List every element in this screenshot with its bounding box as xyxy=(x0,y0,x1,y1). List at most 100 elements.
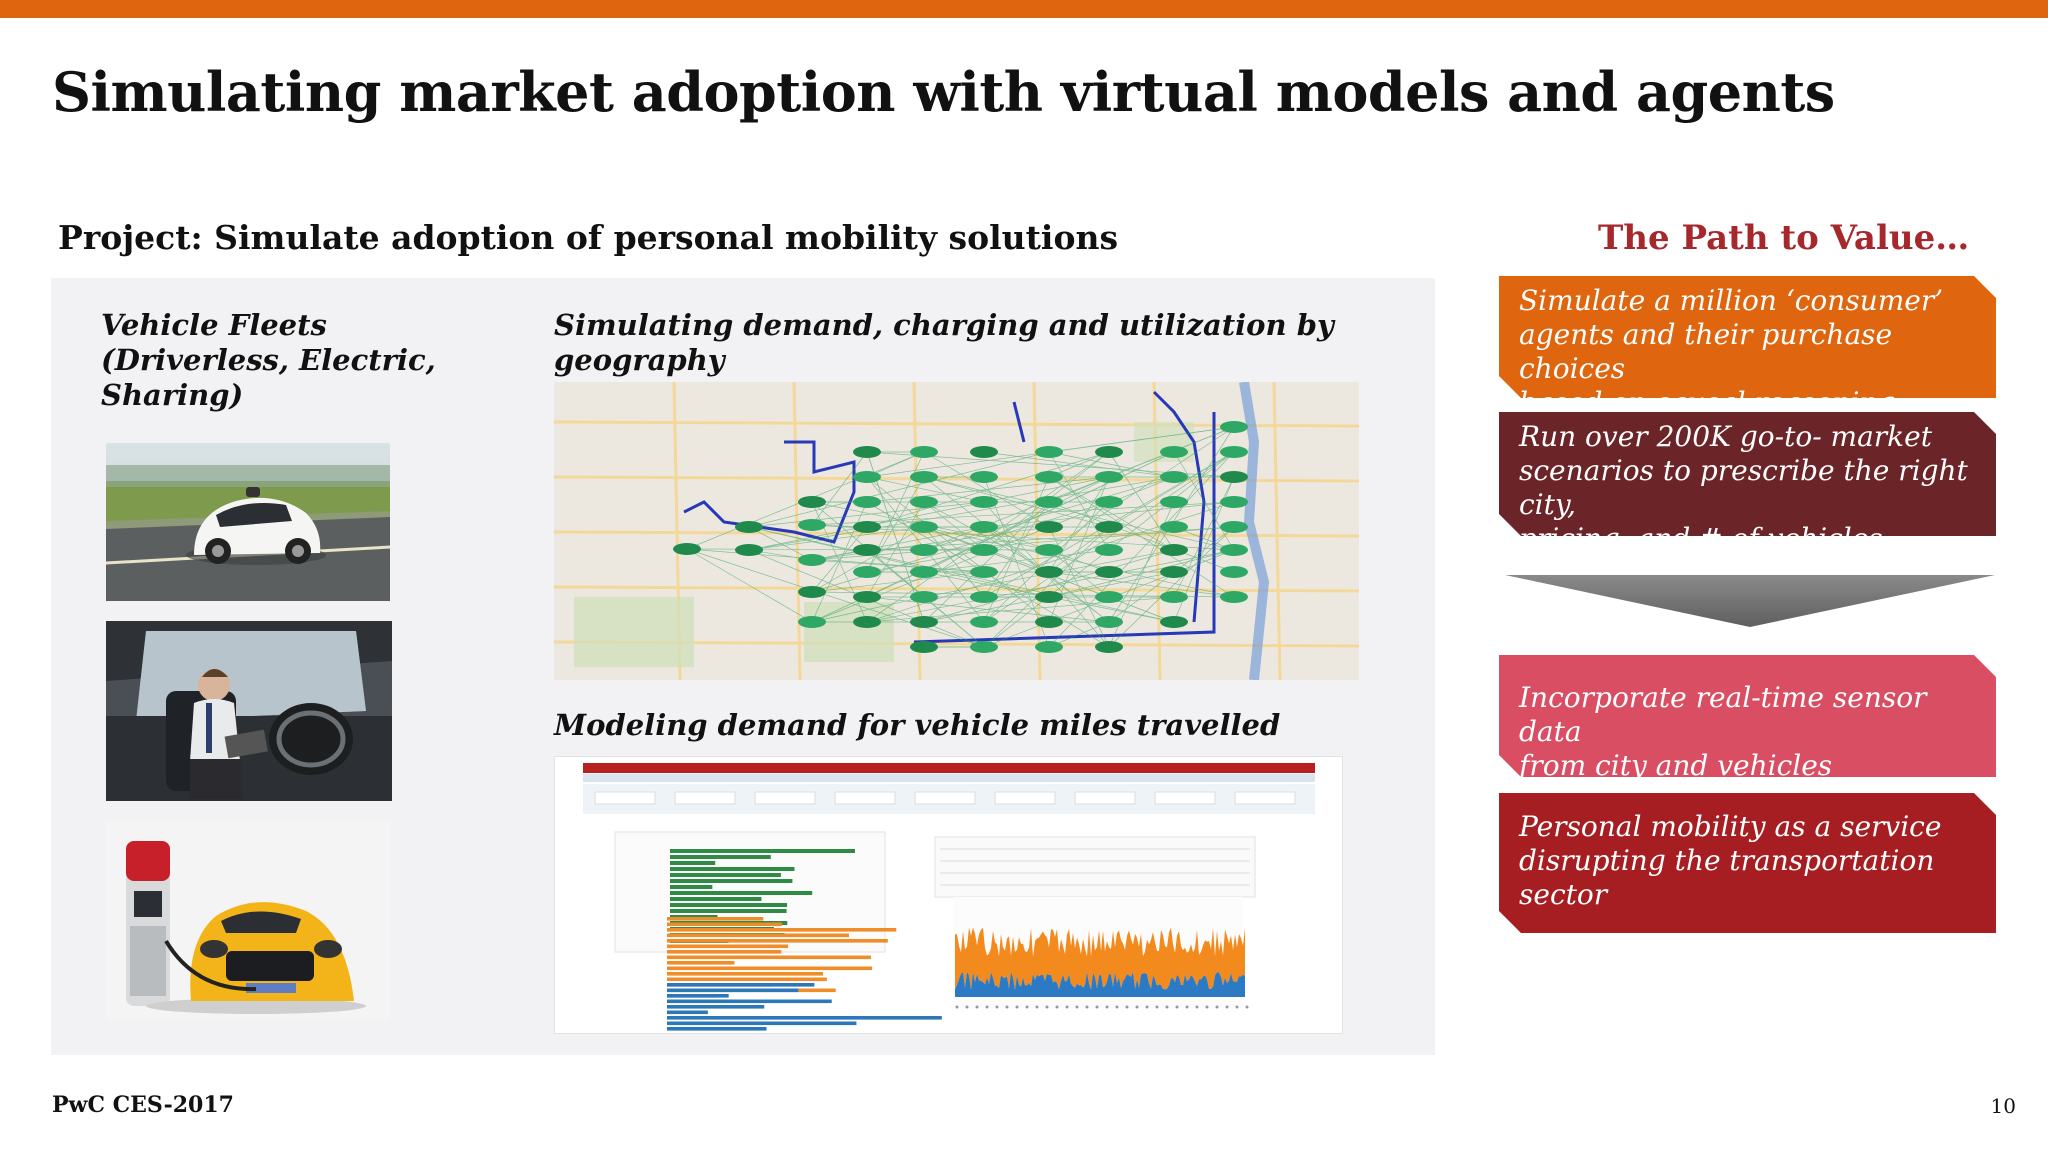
axis-tick xyxy=(995,1005,999,1009)
project-label: Project: Simulate adoption of personal m… xyxy=(58,218,1119,257)
network-node xyxy=(1220,421,1248,433)
top-accent-bar xyxy=(0,0,2048,18)
path-step-simulate: Simulate a million ‘consumer’ agents and… xyxy=(1499,276,1996,398)
network-node xyxy=(1160,496,1188,508)
network-node xyxy=(1220,471,1248,483)
histogram-bar xyxy=(670,861,716,865)
param-cell xyxy=(914,791,976,805)
network-edge xyxy=(923,549,1175,623)
network-edge xyxy=(1108,451,1175,551)
param-cell xyxy=(834,791,896,805)
network-edge xyxy=(748,501,985,528)
downward-chevron-icon xyxy=(1505,575,1995,627)
histogram-bar xyxy=(667,1016,942,1020)
param-cell xyxy=(1074,791,1136,805)
network-node xyxy=(1160,566,1188,578)
histogram-bar xyxy=(667,922,782,927)
network-node xyxy=(1160,471,1188,483)
network-edge xyxy=(923,526,985,598)
histogram-bar xyxy=(670,849,855,853)
axis-tick xyxy=(1215,1005,1219,1009)
histogram-bar xyxy=(667,955,871,960)
map-road xyxy=(1272,382,1282,680)
network-edge xyxy=(866,451,1110,528)
axis-tick xyxy=(1185,1005,1189,1009)
network-edge xyxy=(923,476,1110,528)
network-node xyxy=(1095,544,1123,556)
network-edge xyxy=(983,501,1110,623)
network-node xyxy=(1160,616,1188,628)
axis-tick xyxy=(985,1005,989,1009)
network-edge xyxy=(748,526,925,551)
network-edge xyxy=(1048,571,1235,598)
network-node xyxy=(735,544,763,556)
axis-tick xyxy=(1225,1005,1229,1009)
network-node xyxy=(853,544,881,556)
network-edge xyxy=(1048,476,1175,551)
axis-tick xyxy=(1085,1005,1089,1009)
network-node xyxy=(910,591,938,603)
histogram-bar xyxy=(667,939,888,943)
network-node xyxy=(910,641,938,653)
histogram-bar xyxy=(667,961,735,965)
network-node xyxy=(970,496,998,508)
network-edge xyxy=(811,526,1235,561)
histogram-bar xyxy=(667,1010,708,1015)
network-edge xyxy=(811,526,868,593)
histogram-bar xyxy=(667,994,729,998)
axis-tick xyxy=(1095,1005,1099,1009)
param-cell xyxy=(1154,791,1216,805)
network-node xyxy=(673,543,701,555)
network-edge xyxy=(866,476,1050,623)
network-node xyxy=(1160,446,1188,458)
electric-car-charging-photo xyxy=(106,821,390,1021)
axis-tick xyxy=(1145,1005,1149,1009)
axis-tick xyxy=(1205,1005,1209,1009)
network-edge xyxy=(686,548,813,623)
network-node xyxy=(1035,544,1063,556)
orange-area-series xyxy=(955,927,1245,990)
network-node xyxy=(1160,591,1188,603)
histogram-bar xyxy=(670,891,813,895)
network-node xyxy=(910,616,938,628)
path-step-line: Incorporate real-time sensor data xyxy=(1519,681,1927,748)
network-node xyxy=(1095,566,1123,578)
network-edge xyxy=(748,526,1050,598)
axis-tick xyxy=(1245,1005,1249,1009)
axis-tick xyxy=(1135,1005,1139,1009)
network-node xyxy=(970,544,998,556)
network-node xyxy=(1220,591,1248,603)
network-edge xyxy=(866,501,985,573)
axis-tick xyxy=(1165,1005,1169,1009)
param-cell xyxy=(994,791,1056,805)
histogram-bar xyxy=(667,966,873,971)
network-edge xyxy=(686,548,985,648)
path-step-line: Simulate a million ‘consumer’ xyxy=(1519,284,1944,317)
network-node xyxy=(910,496,938,508)
slide-title: Simulating market adoption with virtual … xyxy=(52,60,1835,124)
network-edge xyxy=(811,501,868,623)
network-node xyxy=(970,591,998,603)
histogram-bar xyxy=(667,999,832,1004)
axis-tick xyxy=(1155,1005,1159,1009)
network-node xyxy=(970,471,998,483)
network-edge xyxy=(923,451,1050,528)
map-road xyxy=(554,585,1359,593)
histogram-bar xyxy=(667,917,764,921)
network-edge xyxy=(1048,426,1235,453)
network-edge xyxy=(923,501,1050,623)
network-node xyxy=(1035,471,1063,483)
network-node xyxy=(1220,496,1248,508)
network-node xyxy=(1035,446,1063,458)
network-node xyxy=(1095,471,1123,483)
histogram-bar xyxy=(667,972,824,976)
network-edge xyxy=(1048,476,1110,573)
network-node xyxy=(910,446,938,458)
path-step-sensor-data: Incorporate real-time sensor data from c… xyxy=(1499,655,1996,777)
axis-tick xyxy=(1005,1005,1009,1009)
axis-tick xyxy=(1065,1005,1069,1009)
network-node xyxy=(853,566,881,578)
map-heading: Simulating demand, charging and utilizat… xyxy=(554,308,1334,378)
histogram-bar xyxy=(667,950,782,954)
network-edge xyxy=(748,451,1050,528)
